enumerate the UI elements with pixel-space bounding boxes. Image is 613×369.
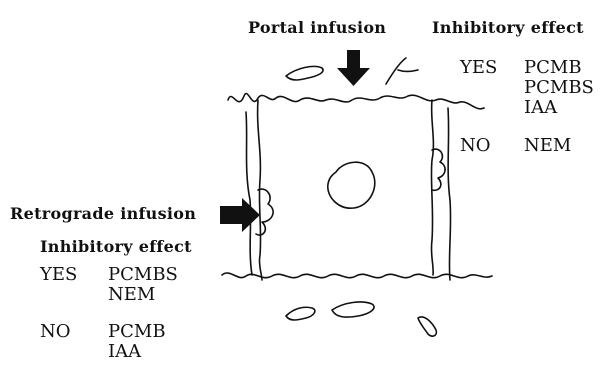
- portal-effect-heading: Inhibitory effect: [432, 19, 584, 37]
- extracellular-fragment: [332, 302, 374, 317]
- portal-yes-item: IAA: [524, 98, 594, 118]
- portal-yes-list: PCMB PCMBS IAA: [524, 58, 594, 118]
- portal-yes-label: YES: [460, 58, 497, 78]
- retrograde-no-item: PCMB: [108, 322, 166, 342]
- extracellular-fragment: [418, 317, 436, 336]
- retrograde-yes-item: PCMBS: [108, 265, 178, 285]
- extracellular-strand: [386, 58, 418, 84]
- retrograde-yes-list: PCMBS NEM: [108, 265, 178, 305]
- retrograde-no-label: NO: [40, 322, 71, 342]
- retrograde-yes-item: NEM: [108, 285, 178, 305]
- retrograde-effect-heading: Inhibitory effect: [40, 238, 192, 256]
- bile-canaliculus-right: [432, 149, 445, 190]
- retrograde-no-list: PCMB IAA: [108, 322, 166, 362]
- bile-canaliculus-left: [256, 189, 273, 235]
- portal-infusion-label: Portal infusion: [248, 19, 386, 37]
- retrograde-infusion-arrow: [220, 198, 260, 232]
- cell-membrane-top: [228, 93, 484, 108]
- extracellular-fragment: [286, 307, 315, 320]
- retrograde-infusion-label: Retrograde infusion: [10, 205, 196, 223]
- extracellular-fragment: [286, 66, 323, 80]
- portal-no-label: NO: [460, 136, 491, 156]
- retrograde-no-item: IAA: [108, 342, 166, 362]
- portal-yes-item: PCMB: [524, 58, 594, 78]
- portal-no-item: NEM: [524, 136, 571, 156]
- nucleus: [328, 162, 375, 208]
- portal-yes-item: PCMBS: [524, 78, 594, 98]
- cell-membrane-bottom: [222, 273, 492, 278]
- retrograde-yes-label: YES: [40, 265, 77, 285]
- cell-membrane-right: [431, 100, 433, 275]
- portal-infusion-arrow: [337, 50, 370, 86]
